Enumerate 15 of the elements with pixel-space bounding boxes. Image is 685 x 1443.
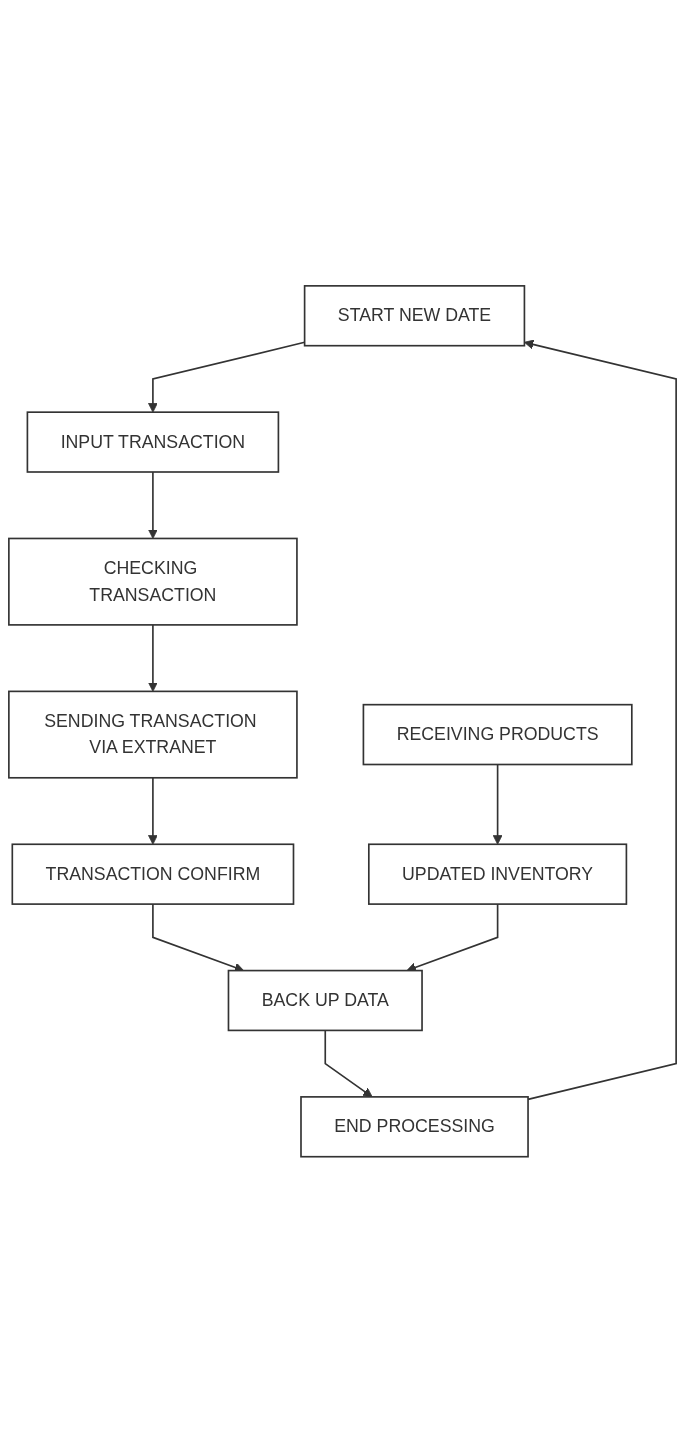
node-box: BACK UP DATA — [227, 969, 423, 1032]
arrow — [324, 1029, 373, 1098]
node-box: INPUT TRANSACTION — [26, 411, 280, 474]
arrow — [524, 339, 677, 1101]
arrow — [148, 624, 158, 692]
node-box: SENDING TRANSACTION VIA EXTRANET — [8, 690, 298, 779]
node-box: TRANSACTION CONFIRM — [11, 843, 295, 906]
arrow — [492, 763, 503, 845]
node-box: END PROCESSING — [300, 1096, 529, 1158]
node-box: RECEIVING PRODUCTS — [362, 704, 633, 766]
node-box: UPDATED INVENTORY — [368, 843, 628, 906]
node-box: CHECKING TRANSACTION — [8, 537, 298, 626]
arrow — [148, 777, 158, 845]
node-box: START NEW DATE — [303, 285, 526, 347]
arrow — [148, 471, 158, 540]
